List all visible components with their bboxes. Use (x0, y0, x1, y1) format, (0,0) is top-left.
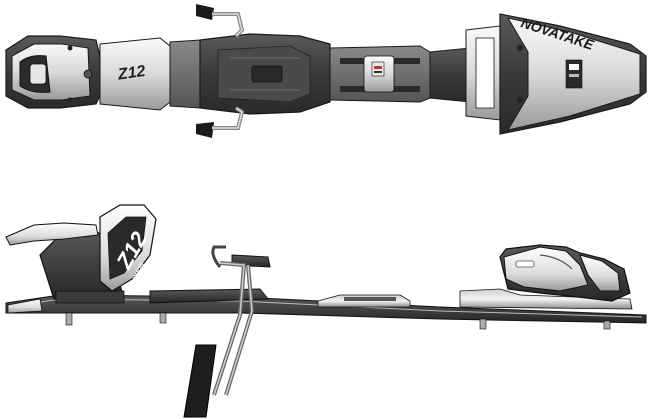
mid-plate-top: Z12 (99, 37, 201, 111)
adjustment-rail-top (329, 45, 471, 103)
toe-unit-top: NOVATAKE (465, 13, 647, 135)
heel-unit-side: Z12 SALOMON (5, 204, 157, 304)
adjustment-slider-side (317, 294, 411, 308)
central-track-top (199, 33, 331, 115)
top-view-drawing: Z12 (5, 4, 647, 138)
side-view: Z12 SALOMON (0, 195, 650, 419)
side-view-drawing: Z12 SALOMON (5, 204, 647, 418)
brake-arm-top-upper (196, 4, 245, 38)
toe-unit-side (459, 244, 633, 310)
heel-unit-top (5, 35, 101, 109)
brake-assembly-side (149, 245, 271, 418)
brake-arm-top-lower (196, 106, 245, 138)
top-view: Z12 (0, 0, 650, 150)
toe-mark-label: Z12 (116, 63, 147, 84)
